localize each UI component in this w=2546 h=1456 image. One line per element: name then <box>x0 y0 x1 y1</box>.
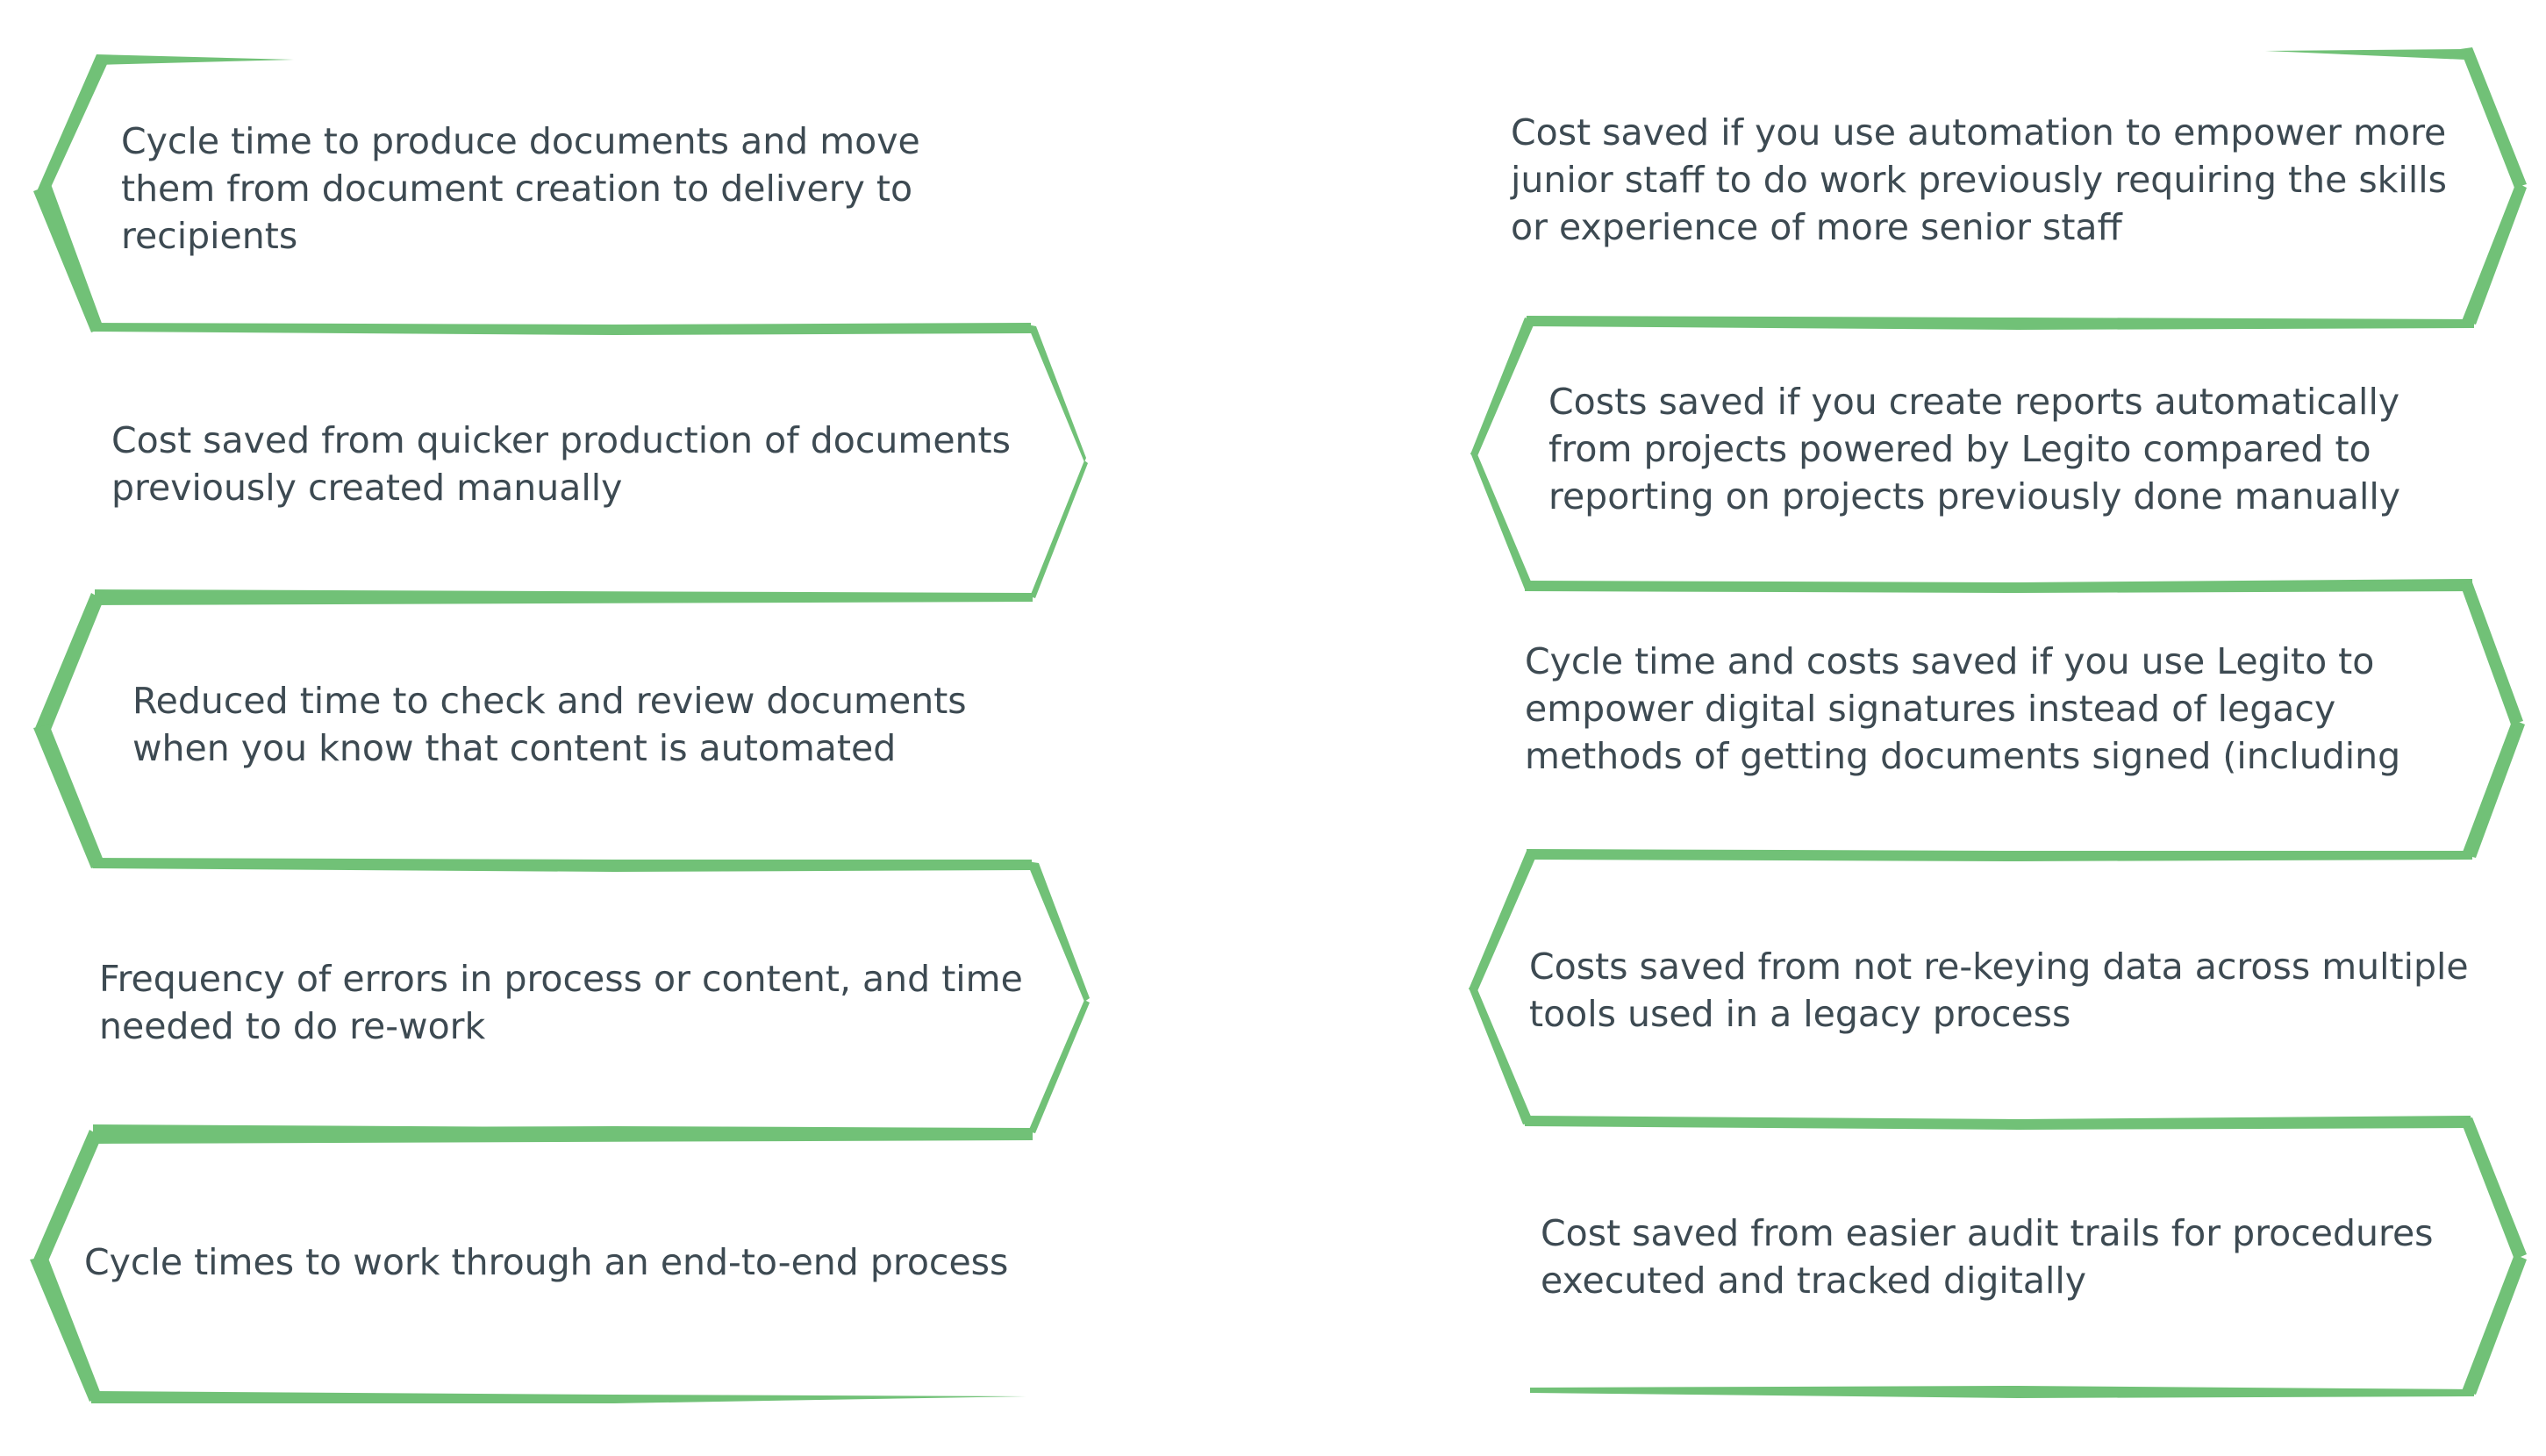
metric-text-end-to-end-cycle: Cycle times to work through an end-to-en… <box>84 1241 1009 1283</box>
left-arrow-shape-5 <box>30 1124 1033 1403</box>
metric-text-review-time: Reduced time to check and review documen… <box>132 680 967 769</box>
right-arrow-shape-r1 <box>1527 47 2527 330</box>
metric-text-re-keying: Costs saved from not re-keying data acro… <box>1529 946 2469 1035</box>
left-arrow-shape-1 <box>33 54 1031 335</box>
metric-text-digital-signatures: Cycle time and costs saved if you use Le… <box>1525 640 2401 777</box>
left-arrow-shape-3 <box>33 589 1033 872</box>
right-arrow-shape-r3 <box>1527 582 2525 861</box>
metric-text-error-frequency: Frequency of errors in process or conten… <box>99 958 1023 1047</box>
metric-text-cycle-time-documents: Cycle time to produce documents and move… <box>121 120 920 257</box>
metric-text-audit-trails: Cost saved from easier audit trails for … <box>1541 1212 2434 1302</box>
right-arrow-shape-r5 <box>1530 1117 2527 1398</box>
left-arrow-shape-r2 <box>1470 318 2472 593</box>
left-arrow-shape-r4 <box>1469 851 2471 1130</box>
metric-text-junior-staff: Cost saved if you use automation to empo… <box>1511 111 2447 248</box>
metric-text-quicker-production: Cost saved from quicker production of do… <box>111 419 1011 509</box>
metric-text-automatic-reports: Costs saved if you create reports automa… <box>1548 381 2400 517</box>
